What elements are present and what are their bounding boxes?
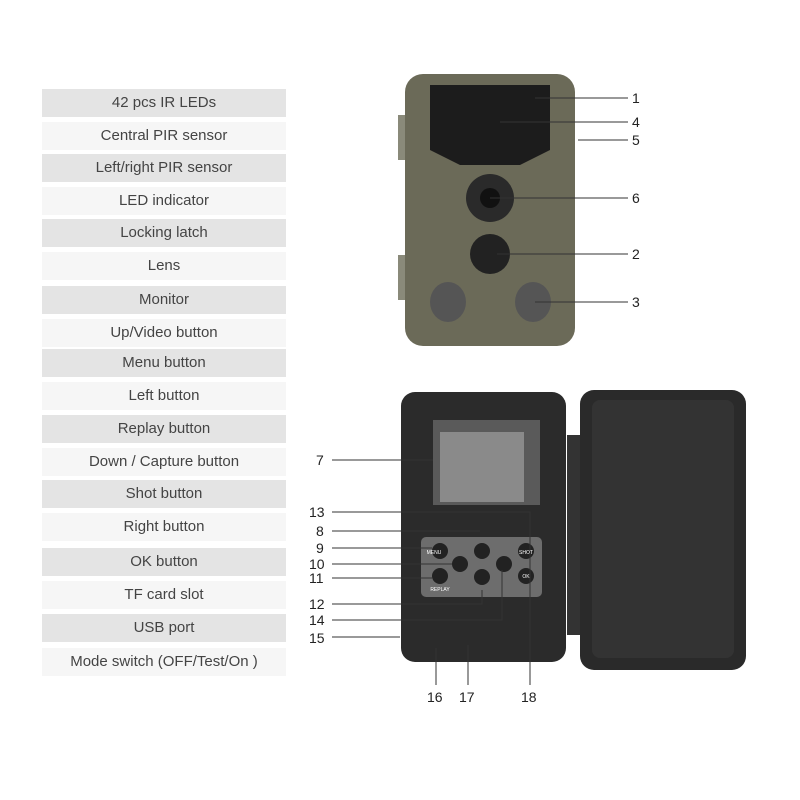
legend-item: Replay button: [42, 415, 286, 443]
legend-item: Left/right PIR sensor: [42, 154, 286, 182]
camera-front: [398, 74, 575, 346]
ir-led-panel: [430, 85, 550, 165]
callout-number: 2: [632, 246, 640, 262]
legend-item: Right button: [42, 513, 286, 541]
menu-button: MENU: [427, 550, 442, 556]
callout-number: 12: [309, 596, 325, 612]
legend-item: OK button: [42, 548, 286, 576]
legend-item: LED indicator: [42, 187, 286, 215]
callout-number: 14: [309, 612, 325, 628]
legend-item: USB port: [42, 614, 286, 642]
callout-number: 7: [316, 452, 324, 468]
replay-button: REPLAY: [430, 587, 450, 593]
legend-item: Down / Capture button: [42, 448, 286, 476]
legend-item: Monitor: [42, 286, 286, 314]
legend-item: Central PIR sensor: [42, 122, 286, 150]
callout-number: 3: [632, 294, 640, 310]
ok-button: OK: [522, 574, 530, 580]
callout-number: 1: [632, 90, 640, 106]
callout-number: 17: [459, 689, 475, 705]
callout-lines: [332, 97, 628, 685]
callout-number: 6: [632, 190, 640, 206]
left-pir-sensor: [430, 282, 466, 322]
central-pir-sensor: [470, 234, 510, 274]
legend-item: TF card slot: [42, 581, 286, 609]
legend-item: Mode switch (OFF/Test/On ): [42, 648, 286, 676]
legend-item: Locking latch: [42, 219, 286, 247]
callout-number: 16: [427, 689, 443, 705]
callout-number: 5: [632, 132, 640, 148]
camera-back: [401, 390, 746, 670]
legend-item: Shot button: [42, 480, 286, 508]
callout-number: 15: [309, 630, 325, 646]
callout-number: 18: [521, 689, 537, 705]
legend-item: 42 pcs IR LEDs: [42, 89, 286, 117]
right-pir-sensor: [515, 282, 551, 322]
shot-button: SHOT: [519, 550, 533, 556]
button-panel: [421, 537, 542, 597]
callout-number: 11: [309, 570, 324, 586]
callout-number: 13: [309, 504, 325, 520]
callout-number: 4: [632, 114, 640, 130]
legend-item: Lens: [42, 252, 286, 280]
callout-number: 9: [316, 540, 324, 556]
legend-item: Menu button: [42, 349, 286, 377]
legend-item: Left button: [42, 382, 286, 410]
legend-item: Up/Video button: [42, 319, 286, 347]
callout-number: 10: [309, 556, 325, 572]
callout-number: 8: [316, 523, 324, 539]
